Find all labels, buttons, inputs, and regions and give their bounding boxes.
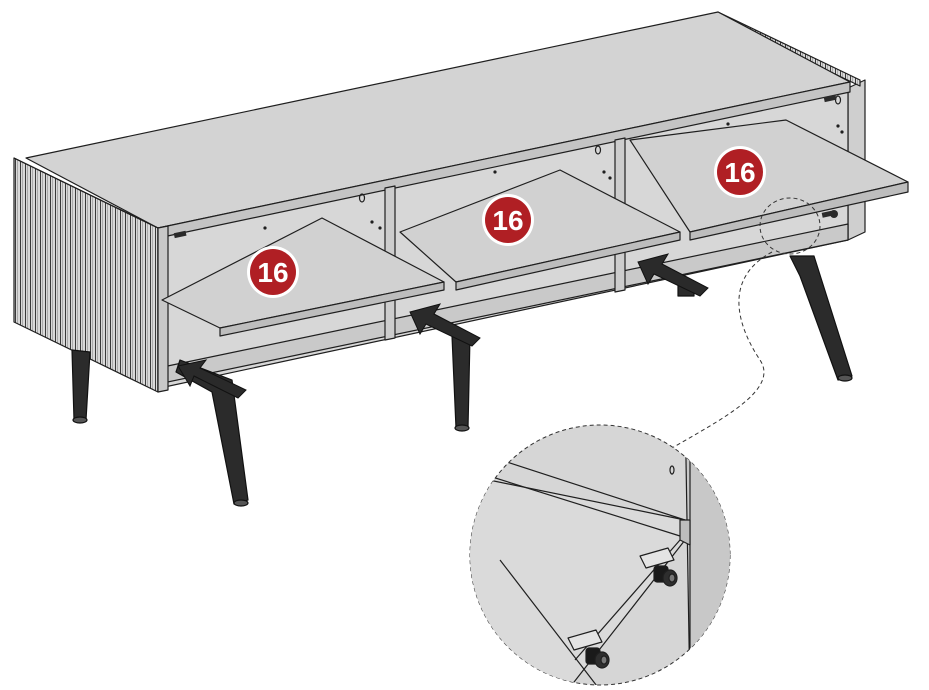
part-callout-badge: 16 [482, 194, 534, 246]
detail-callout [671, 197, 821, 449]
part-callout-badge: 16 [714, 146, 766, 198]
shelf-pin-icon [639, 547, 678, 587]
shelf-pin-icon [173, 94, 838, 239]
leg-front-left [175, 359, 249, 507]
leg-front-right [789, 255, 853, 382]
shelf-left [161, 217, 445, 337]
leg-back-left [71, 349, 91, 424]
part-callout-label: 16 [492, 205, 523, 236]
part-callout-label: 16 [257, 257, 288, 288]
shelf-middle [399, 169, 681, 291]
part-callout-label: 16 [724, 157, 755, 188]
tv-cabinet [13, 11, 909, 507]
magnifier-icon [469, 424, 731, 686]
part-callout-badge: 16 [247, 246, 299, 298]
leg-front-middle [451, 335, 471, 432]
arrow-icon [177, 253, 709, 399]
shelf-pin-icon [567, 629, 610, 669]
shelf-right [629, 119, 909, 241]
